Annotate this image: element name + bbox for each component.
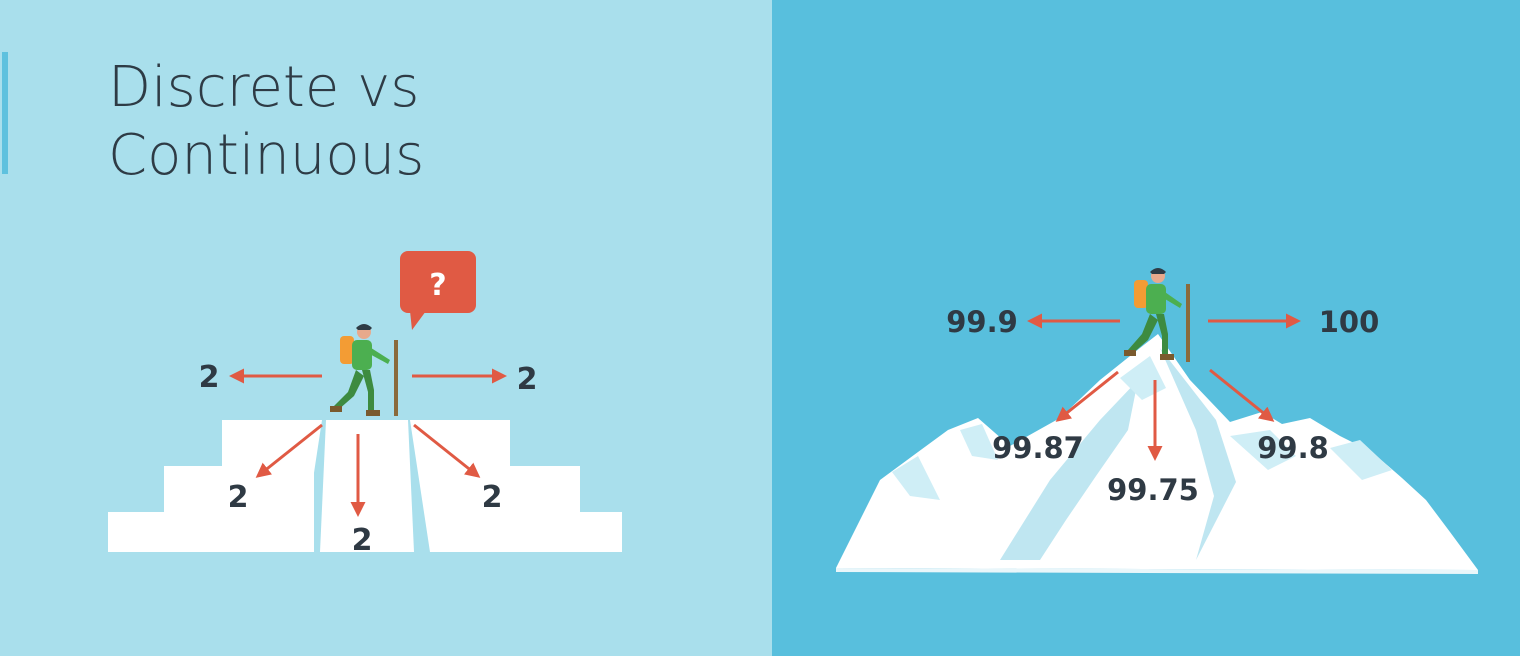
summit-hiker-icon (1124, 268, 1190, 362)
arrow-down-left (1055, 370, 1119, 422)
question-bubble-icon: ? (400, 251, 476, 330)
discrete-right-value: 2 (517, 362, 538, 397)
continuous-down-right-value: 99.8 (1257, 431, 1329, 465)
title-line-1: Discrete vs (108, 55, 420, 120)
question-mark: ? (429, 268, 446, 303)
continuous-left-value: 99.9 (946, 305, 1018, 339)
discrete-down-right-value: 2 (482, 480, 503, 515)
staircase-icon (108, 420, 622, 552)
edge-accent-bar (2, 52, 8, 174)
discrete-left-value: 2 (199, 360, 220, 395)
arrow-down-left (255, 423, 323, 478)
mountain-icon (836, 334, 1478, 574)
arrow-down-right (413, 423, 481, 478)
page-title: Discrete vs Continuous (108, 54, 424, 190)
continuous-right-value: 100 (1319, 305, 1380, 339)
discrete-arrows (229, 368, 507, 517)
hiker-icon (330, 324, 398, 416)
discrete-down-value: 2 (352, 523, 373, 558)
title-line-2: Continuous (108, 123, 425, 188)
continuous-arrows (1027, 313, 1301, 461)
continuous-down-value: 99.75 (1107, 473, 1199, 507)
continuous-down-left-value: 99.87 (992, 431, 1084, 465)
arrow-down-right (1209, 368, 1275, 422)
discrete-down-left-value: 2 (228, 480, 249, 515)
